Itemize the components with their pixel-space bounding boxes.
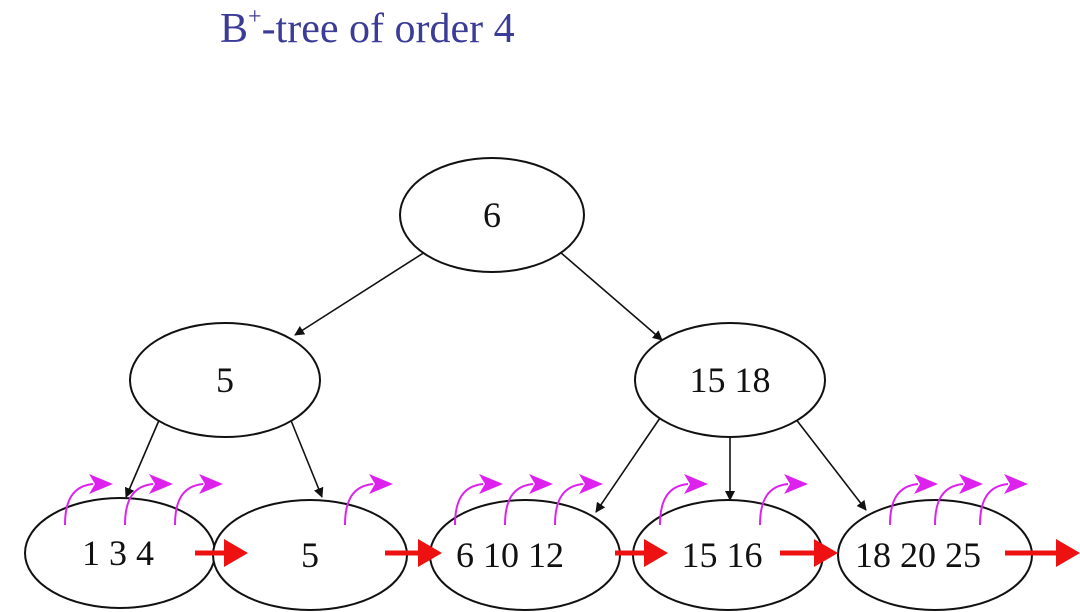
- record-pointer-icon: [934, 474, 983, 526]
- internal-node-1: 5: [129, 322, 321, 438]
- leaf-node-2: 5: [212, 499, 408, 611]
- child-edge-arrow: [289, 417, 324, 498]
- leaf-node-1-keys: 1 3 4: [82, 533, 154, 573]
- child-edge-arrow: [124, 417, 161, 498]
- leaf-link-arrow: [780, 539, 838, 567]
- root-node: 6: [399, 157, 585, 273]
- leaf-node-5-keys: 18 20 25: [855, 535, 981, 575]
- leaf-link-arrow: [1005, 539, 1080, 567]
- leaf-node-4-keys: 15 16: [682, 535, 763, 575]
- record-pointer-icon: [889, 474, 938, 526]
- child-edge-arrow: [294, 251, 426, 336]
- internal-node-2: 15 18: [634, 322, 826, 438]
- child-edge-arrow: [595, 417, 661, 513]
- leaf-link-arrow: [615, 539, 668, 567]
- leaf-node-2-keys: 5: [301, 535, 319, 575]
- record-pointer-icon: [124, 474, 173, 526]
- record-pointer-icon: [979, 474, 1028, 526]
- internal-node-1-ellipse: [129, 322, 321, 438]
- record-pointer-icon: [504, 474, 553, 526]
- leaf-link-arrow: [385, 539, 442, 567]
- record-pointer-icon: [759, 474, 808, 526]
- internal-node-2-keys: 15 18: [690, 360, 771, 400]
- title-prefix: B: [220, 6, 249, 52]
- internal-node-2-ellipse: [634, 322, 826, 438]
- leaf-node-3-keys: 6 10 12: [456, 535, 564, 575]
- leaf-node-5: 18 20 25: [837, 499, 1033, 611]
- diagram-title: B+-tree of order 4: [220, 4, 515, 53]
- record-pointer-icon: [344, 474, 393, 526]
- internal-node-1-keys: 5: [216, 360, 234, 400]
- leaf-node-4: 15 16: [632, 499, 824, 611]
- record-pointer-icon: [659, 474, 708, 526]
- child-edge-arrow: [559, 251, 663, 341]
- child-edge-arrow: [794, 417, 867, 511]
- record-pointer-icon: [174, 474, 223, 526]
- title-suffix: -tree of order 4: [261, 6, 515, 52]
- record-pointer-icon: [554, 474, 603, 526]
- root-node-keys: 6: [483, 195, 501, 235]
- title-superscript: +: [248, 4, 262, 30]
- leaf-link-arrow: [195, 539, 248, 567]
- record-pointer-icon: [454, 474, 503, 526]
- leaf-node-1: 1 3 4: [24, 497, 216, 609]
- leaf-node-3: 6 10 12: [429, 499, 621, 611]
- record-pointer-icon: [64, 474, 113, 526]
- root-node-ellipse: [399, 157, 585, 273]
